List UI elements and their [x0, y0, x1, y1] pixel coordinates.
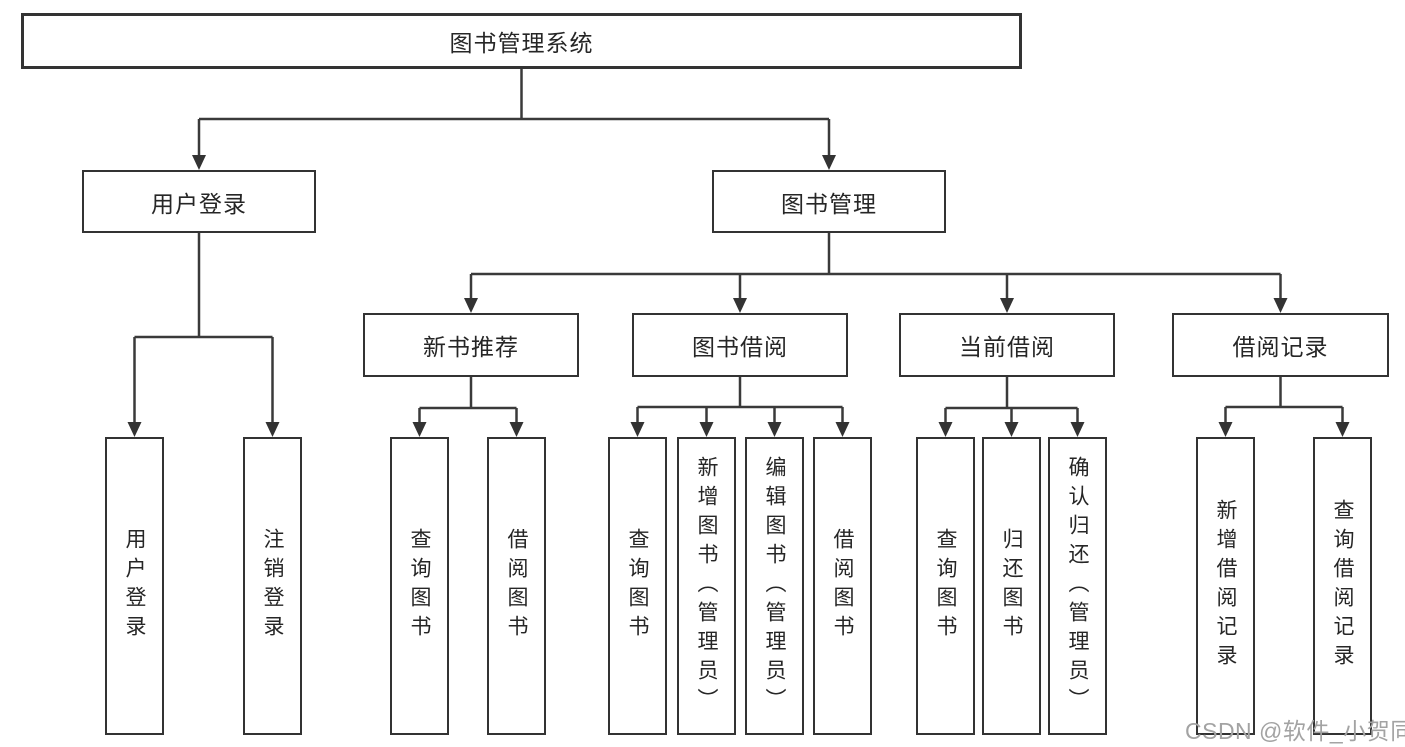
node-new-book-recommend: 新书推荐 — [363, 313, 579, 377]
leaf-label: 注销登录 — [261, 528, 284, 644]
leaf-label: 借阅图书 — [831, 528, 854, 644]
leaf-current-confirm-return-admin: 确认归还（管理员） — [1048, 437, 1107, 735]
csdn-watermark: CSDN @软件_小贺同学 — [1185, 718, 1405, 744]
leaf-label: 用户登录 — [123, 528, 146, 644]
leaf-borrow-add-books-admin: 新增图书（管理员） — [677, 437, 736, 735]
leaf-borrow-borrow-books: 借阅图书 — [813, 437, 872, 735]
node-label: 借阅记录 — [1232, 334, 1329, 360]
leaf-label: 查询借阅记录 — [1331, 499, 1354, 673]
leaf-label: 新增借阅记录 — [1214, 499, 1237, 673]
leaf-label: 新增图书（管理员） — [695, 455, 718, 717]
leaf-records-query-borrow-record: 查询借阅记录 — [1313, 437, 1372, 735]
leaf-current-query-books: 查询图书 — [916, 437, 975, 735]
leaf-recommend-borrow-books: 借阅图书 — [487, 437, 546, 735]
node-label: 图书借阅 — [692, 334, 788, 360]
leaf-label: 归还图书 — [1000, 528, 1023, 644]
leaf-logout: 注销登录 — [243, 437, 302, 735]
leaf-label: 查询图书 — [408, 528, 431, 644]
node-borrow-records: 借阅记录 — [1172, 313, 1389, 377]
leaf-label: 借阅图书 — [505, 528, 528, 644]
node-label: 用户登录 — [151, 190, 247, 217]
leaf-label: 编辑图书（管理员） — [763, 455, 786, 717]
node-label: 图书管理系统 — [449, 30, 594, 56]
node-root-library-management-system: 图书管理系统 — [21, 13, 1022, 69]
node-book-borrow: 图书借阅 — [632, 313, 848, 377]
leaf-user-login: 用户登录 — [105, 437, 164, 735]
node-label: 图书管理 — [781, 190, 877, 217]
leaf-label: 查询图书 — [934, 528, 957, 644]
node-label: 新书推荐 — [423, 334, 519, 360]
leaf-recommend-query-books: 查询图书 — [390, 437, 449, 735]
node-current-borrow: 当前借阅 — [899, 313, 1115, 377]
leaf-borrow-query-books: 查询图书 — [608, 437, 667, 735]
node-book-management: 图书管理 — [712, 170, 946, 233]
node-user-login: 用户登录 — [82, 170, 316, 233]
leaf-label: 确认归还（管理员） — [1066, 455, 1089, 717]
leaf-records-add-borrow-record: 新增借阅记录 — [1196, 437, 1255, 735]
node-label: 当前借阅 — [959, 334, 1055, 360]
leaf-label: 查询图书 — [626, 528, 649, 644]
leaf-borrow-edit-books-admin: 编辑图书（管理员） — [745, 437, 804, 735]
leaf-current-return-books: 归还图书 — [982, 437, 1041, 735]
